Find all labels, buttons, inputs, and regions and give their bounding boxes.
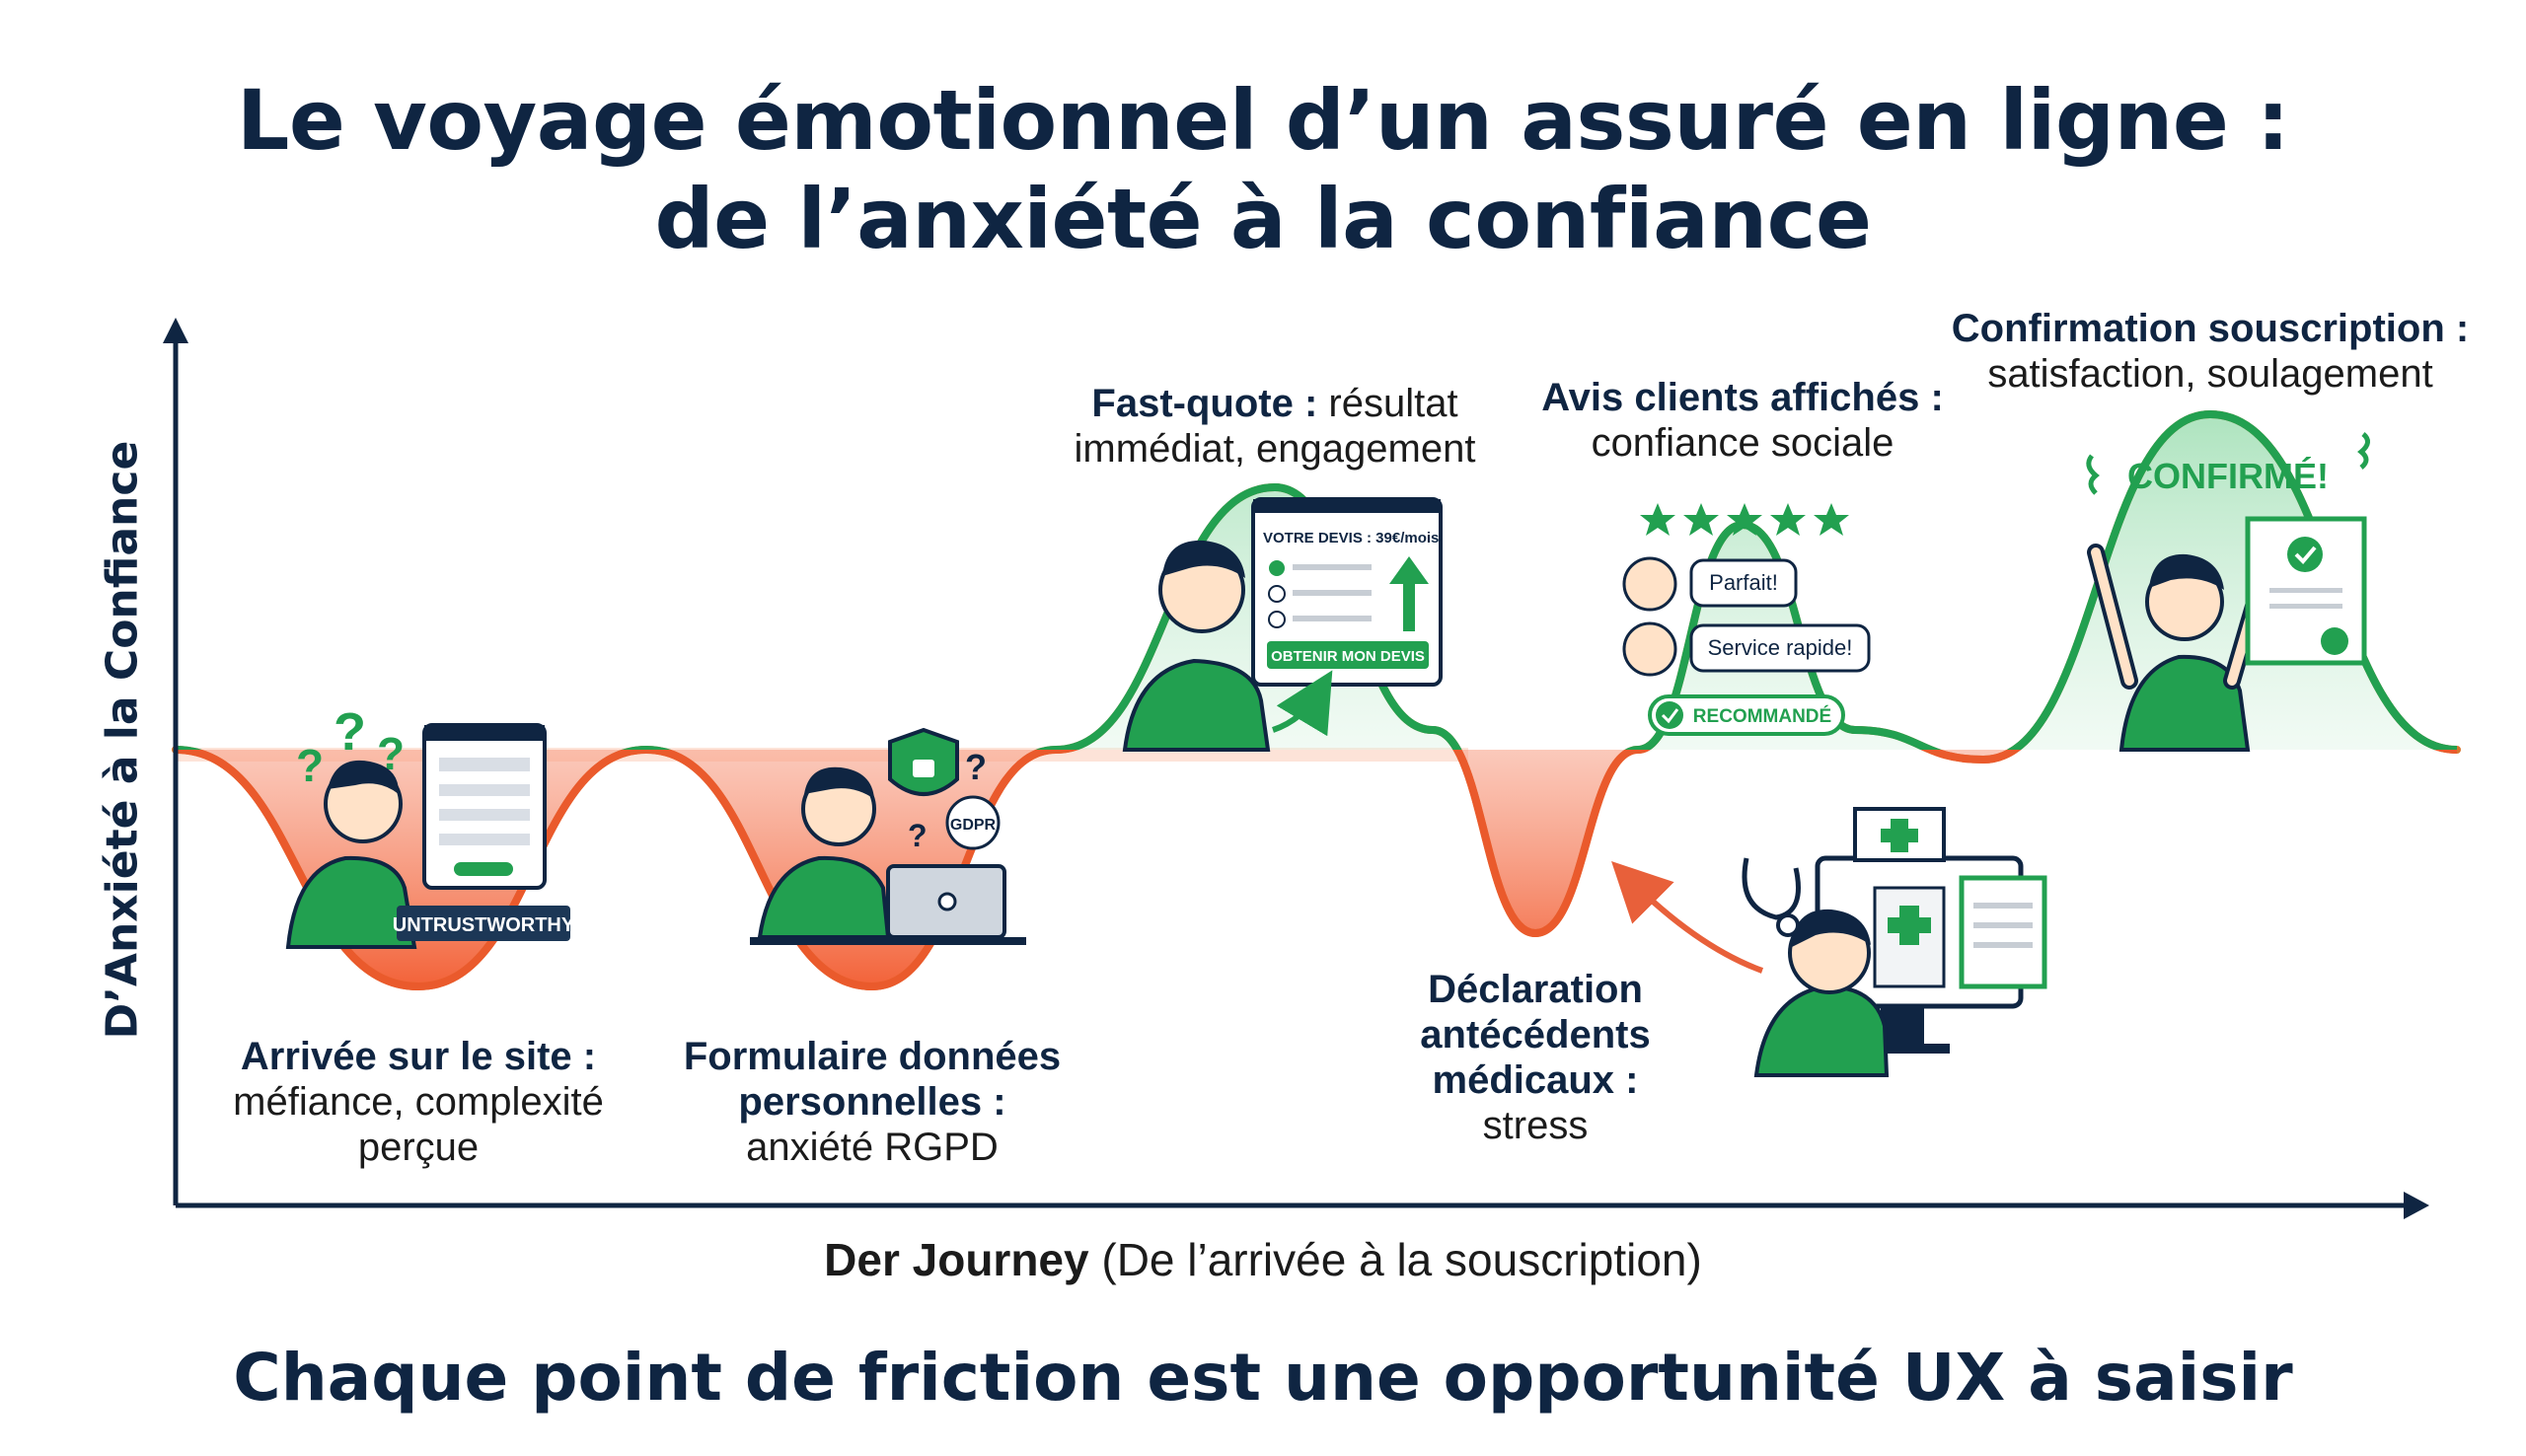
gdpr-seal	[945, 795, 1001, 850]
stage-desc: perçue	[357, 1126, 480, 1169]
avatar	[1622, 556, 1677, 612]
untrustworthy-badge: UNTRUSTWORTHY	[393, 914, 575, 936]
stage-caption-5: Déclaration antécédents médicaux : stres…	[1420, 967, 1650, 1148]
y-axis-arrow	[163, 318, 188, 343]
stage-desc: méfiance, complexité	[233, 1080, 604, 1124]
check-icon	[1656, 701, 1683, 729]
stage-caption-2: Formulaire données personnelles : anxiét…	[684, 1034, 1061, 1170]
quote-header: VOTRE DEVIS : 39€/mois	[1263, 530, 1439, 546]
medical-cross-icon	[1888, 906, 1931, 945]
gdpr-label: GDPR	[950, 817, 997, 834]
stethoscope-icon	[1742, 857, 1801, 920]
stage-caption-3: Fast-quote : résultat immédiat, engageme…	[1075, 381, 1476, 472]
confirmed-label: CONFIRMÉ!	[2127, 456, 2329, 496]
title-line-2: de l’anxiété à la confiance	[654, 171, 1872, 267]
emotion-curve-positive	[176, 409, 2458, 750]
question-icon: ?	[908, 818, 928, 853]
question-icon: ?	[965, 747, 987, 787]
stage-caption-4: Avis clients affichés : confiance social…	[1541, 375, 1944, 466]
stage2-illustration: GDPR ? ?	[750, 727, 1026, 945]
anxiety-area	[176, 750, 2457, 986]
stage5-illustration	[1611, 807, 2047, 1077]
stage1-illustration: ? ? ? UNTRUSTWORTHY	[285, 702, 575, 949]
x-axis-label-bold: Der Journey	[824, 1234, 1089, 1285]
quote-button: OBTENIR MON DEVIS	[1271, 648, 1425, 665]
question-icon: ?	[296, 740, 324, 791]
stage-caption-6: Confirmation souscription : satisfaction…	[1952, 306, 2469, 397]
stage-desc: satisfaction, soulagement	[1987, 352, 2433, 396]
stage-title: antécédents	[1420, 1013, 1651, 1056]
stage3-illustration: VOTRE DEVIS : 39€/mois OBTENIR MON DEVIS	[1122, 497, 1443, 752]
stage-desc: stress	[1482, 1104, 1589, 1147]
y-axis-label: D’Anxiété à la Confiance	[97, 440, 148, 1040]
x-axis-arrow	[2404, 1192, 2429, 1219]
question-icon: ?	[334, 702, 366, 762]
footer-message: Chaque point de friction est une opportu…	[233, 1340, 2293, 1416]
arrow-up-icon	[1389, 556, 1429, 631]
stage-desc: confiance sociale	[1591, 421, 1894, 465]
stage-desc: résultat	[1317, 382, 1458, 425]
stage-title: Confirmation souscription :	[1951, 307, 2470, 350]
stage6-illustration: CONFIRMÉ!	[2086, 432, 2370, 752]
avatar	[1622, 621, 1677, 677]
stage-title: Fast-quote :	[1091, 382, 1318, 425]
clipboard-icon	[1959, 875, 2047, 989]
title-line-1: Le voyage émotionnel d’un assuré en lign…	[236, 72, 2290, 169]
stage4-illustration: Parfait! Service rapide! RECOMMANDÉ	[1622, 503, 1871, 736]
stage-caption-1: Arrivée sur le site : méfiance, complexi…	[233, 1034, 604, 1170]
stage-title: personnelles :	[738, 1080, 1006, 1124]
stage-desc: anxiété RGPD	[746, 1126, 999, 1169]
five-stars-icon	[1640, 503, 1849, 536]
review-1: Parfait!	[1709, 570, 1778, 595]
stage-title: Arrivée sur le site :	[240, 1035, 597, 1078]
x-axis-label-rest: (De l’arrivée à la souscription)	[1088, 1234, 1702, 1285]
stage-title: Déclaration	[1428, 968, 1643, 1011]
stage-title: médicaux :	[1432, 1058, 1639, 1102]
review-2: Service rapide!	[1708, 635, 1853, 660]
stage-desc: immédiat, engagement	[1074, 427, 1476, 471]
stage-title: Formulaire données	[683, 1035, 1062, 1078]
recommended-badge: RECOMMANDÉ	[1693, 705, 1831, 727]
stage-title: Avis clients affichés :	[1541, 376, 1944, 419]
x-axis-label: Der Journey (De l’arrivée à la souscript…	[0, 1233, 2526, 1286]
